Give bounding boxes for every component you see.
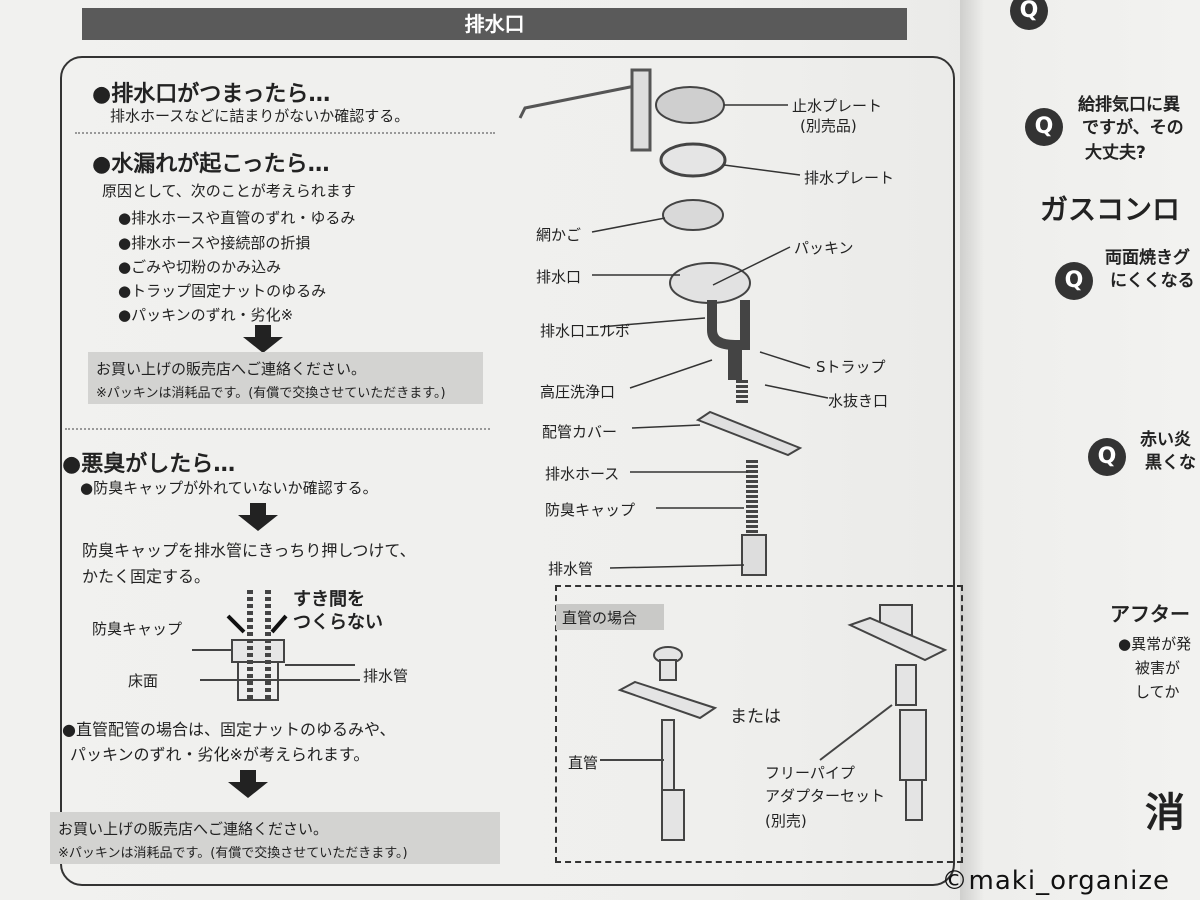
after-text: ●異常が発 (1118, 635, 1192, 653)
stop-plate-drawing (655, 86, 725, 124)
q-icon: Q (1025, 108, 1063, 146)
label-hp-wash: 高圧洗浄口 (540, 383, 616, 401)
straight-case-drawing (600, 604, 948, 841)
q1-text: 給排気口に異 (1078, 95, 1180, 115)
label-basket: 網かご (536, 226, 582, 244)
contact-box (88, 352, 483, 404)
leak-heading: ●水漏れが起こったら… (92, 152, 330, 177)
straight-case-title: 直管の場合 (562, 609, 638, 627)
odor-contact: お買い上げの販売店へご連絡ください。 (58, 820, 329, 838)
label-stop-plate: 止水プレート (792, 97, 883, 115)
pipe-drawing (741, 534, 767, 576)
content-frame (60, 56, 955, 886)
after-text: してか (1135, 683, 1180, 701)
label-drain-pipe: 排水管 (548, 560, 594, 578)
gap-warning: すき間を (293, 589, 365, 610)
odor-instruction: 防臭キャップを排水管にきっちり押しつけて、 (82, 541, 416, 560)
label-packing: パッキン (794, 239, 854, 257)
label-pipe: 排水管 (363, 667, 409, 685)
odor-cap-figure (192, 590, 360, 701)
odor-instruction: かたく固定する。 (82, 567, 211, 586)
right-section-title: ガスコンロ (1040, 193, 1181, 226)
divider (65, 428, 490, 430)
label-drain-plate: 排水プレート (804, 169, 895, 187)
q2-text: にくくなる (1110, 271, 1195, 291)
label-straight-pipe: 直管 (568, 754, 599, 772)
contact-box (50, 812, 500, 864)
q-icon: Q (1055, 262, 1093, 300)
leak-cause: ●パッキンのずれ・劣化※ (118, 306, 294, 324)
pipe-cover-drawing (695, 410, 803, 457)
label-adapter: アダプターセット (765, 787, 886, 805)
leak-cause: ●ごみや切粉のかみ込み (118, 258, 282, 276)
big-glyph: 消 (1145, 790, 1185, 836)
drain-plate-drawing (659, 142, 727, 178)
straight-note: パッキンのずれ・劣化※が考えられます。 (70, 745, 370, 764)
odor-note: ※パッキンは消耗品です。(有償で交換させていただきます。) (58, 846, 408, 861)
q-icon: Q (1010, 0, 1048, 30)
label-elbow: 排水口エルボ (540, 322, 631, 340)
leak-intro: 原因として、次のことが考えられます (102, 182, 356, 200)
leak-cause: ●排水ホースや直管のずれ・ゆるみ (118, 209, 356, 227)
straight-case-box (555, 585, 963, 863)
q2-text: 両面焼きグ (1105, 248, 1190, 268)
basket-drawing (662, 199, 724, 231)
leak-note: ※パッキンは消耗品です。(有償で交換させていただきます。) (96, 386, 446, 401)
label-s-trap: Sトラップ (816, 358, 886, 376)
clog-body: 排水ホースなどに詰まりがないか確認する。 (110, 107, 410, 125)
label-drain-hose: 排水ホース (545, 465, 620, 483)
odor-heading: ●悪臭がしたら… (62, 452, 236, 477)
label-drain-port: 排水口 (536, 268, 582, 286)
after-text: 被害が (1135, 659, 1181, 677)
label-cap: 防臭キャップ (92, 620, 183, 638)
divider (75, 132, 495, 134)
gap-warning: つくらない (293, 612, 383, 633)
facing-page (960, 0, 1200, 900)
straight-note: ●直管配管の場合は、固定ナットのゆるみや、 (62, 720, 396, 739)
elbow-drawing (707, 300, 750, 350)
faucet-drawing (518, 68, 652, 152)
q1-text: 大丈夫? (1085, 143, 1146, 163)
label-adapter: フリーパイプ (765, 764, 855, 782)
leak-cause: ●トラップ固定ナットのゆるみ (118, 282, 327, 300)
label-stop-plate-note: (別売品) (800, 117, 857, 135)
label-adapter: (別売) (765, 812, 807, 830)
label-floor: 床面 (128, 672, 159, 690)
watermark: ©maki_organize (941, 866, 1170, 896)
straight-case-tag (556, 604, 664, 630)
after-title: アフター (1110, 602, 1190, 626)
q3-text: 黒くな (1145, 453, 1196, 473)
label-pipe-cover: 配管カバー (542, 423, 618, 441)
clog-heading: ●排水口がつまったら… (92, 82, 331, 107)
label-drain-plug: 水抜き口 (828, 392, 889, 410)
odor-check: ●防臭キャップが外れていないか確認する。 (80, 479, 378, 497)
label-or: または (730, 707, 781, 727)
section-title-bar: 排水口 (82, 8, 907, 40)
leak-contact: お買い上げの販売店へご連絡ください。 (96, 360, 367, 378)
label-odor-cap: 防臭キャップ (545, 501, 636, 519)
drain-port-drawing (669, 262, 751, 304)
section-title: 排水口 (464, 12, 525, 36)
q3-text: 赤い炎 (1140, 430, 1191, 450)
leak-cause: ●排水ホースや接続部の折損 (118, 234, 311, 252)
q-icon: Q (1088, 438, 1126, 476)
q1-text: ですが、その (1082, 118, 1184, 138)
